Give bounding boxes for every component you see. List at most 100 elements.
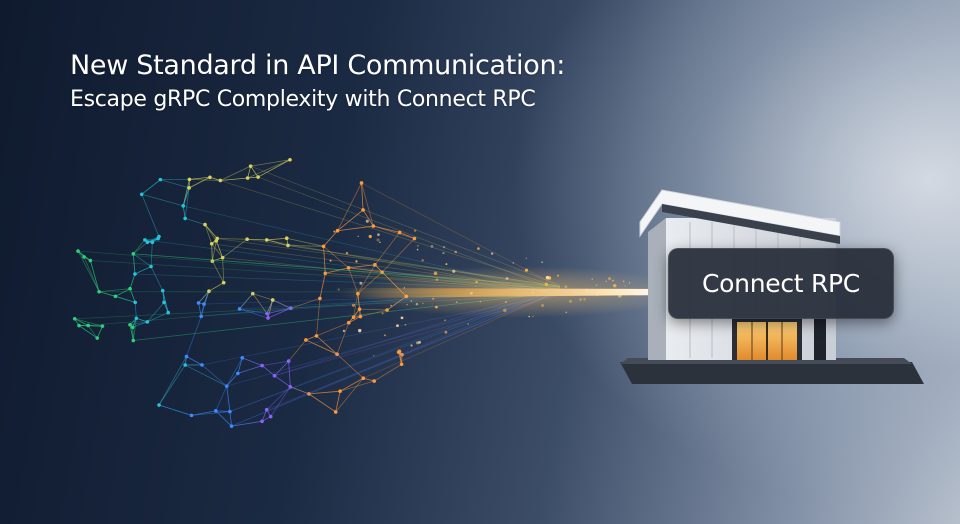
network-link [212,257,223,262]
network-node [158,177,163,182]
network-link [266,299,274,314]
network-link [266,299,274,314]
network-link [286,237,324,247]
network-link [316,298,321,336]
network-link [222,238,248,258]
network-link [129,321,148,326]
network-node [260,419,264,424]
network-node [304,338,308,342]
network-link [335,391,341,413]
network-link [250,165,259,178]
network-link [325,267,349,274]
network-link [319,273,326,299]
network-node [128,322,132,327]
network-link [96,326,103,339]
network-link [361,182,364,210]
network-link [381,238,415,273]
particle [337,288,340,291]
network-node [245,237,249,242]
network-node [149,264,153,269]
network-link [132,318,137,341]
network-node [268,414,273,419]
network-link [362,209,374,227]
particle [442,245,446,249]
particle [421,259,424,262]
network-link [359,308,388,311]
network-link [308,393,336,413]
network-node [113,294,118,299]
network-link [399,232,415,239]
network-link [134,302,137,319]
network-node [335,352,339,357]
network-node [361,208,365,212]
network-link [209,176,221,181]
network-node [210,259,215,263]
network-node [189,413,194,418]
network-link [323,230,338,247]
network-link [182,205,186,219]
network-link [399,232,415,239]
network-link [141,194,160,237]
network-node [358,314,363,319]
network-link [182,187,190,206]
network-link [348,264,375,269]
network-link [215,410,232,427]
network-node [200,363,204,367]
network-node [209,242,214,246]
network-link [204,224,213,244]
network-link [267,299,274,319]
network-link [305,335,317,341]
network-node [372,379,377,383]
network-link [272,299,291,309]
network-link [316,335,338,355]
network-link [308,390,341,395]
network-node [229,424,234,428]
network-node [307,392,311,396]
particle [490,252,494,255]
particle [368,234,372,239]
network-link [204,224,217,242]
network-link [203,291,210,305]
network-link [348,267,383,273]
network-link [158,356,187,406]
network-node [162,300,166,305]
headline: New Standard in API Communication: Escap… [70,48,565,116]
network-link [141,179,161,195]
network-link [99,291,116,297]
network-node [202,302,206,306]
network-link [305,335,317,341]
particle [454,250,458,254]
particle [342,329,346,333]
network-link [188,176,211,189]
network-node [203,222,207,227]
network-link [191,410,216,416]
network-node [183,363,187,367]
network-link [220,177,248,181]
network-link [308,390,341,395]
network-link [115,295,136,303]
particle [400,316,404,320]
network-link [189,179,221,181]
network-link [96,326,103,339]
network-node [72,316,77,321]
network-link [160,179,190,189]
particle [365,219,369,223]
particle [410,344,413,347]
particle [404,323,407,326]
particle [383,334,386,337]
network-link [305,339,338,355]
particle [355,260,358,263]
particle [357,235,359,238]
network-link [132,327,134,341]
network-node [95,336,100,340]
network-link [74,318,103,327]
particle [333,230,336,233]
network-node [183,216,187,221]
network-link [132,327,134,341]
network-node [208,175,212,180]
network-node [224,384,229,388]
particle [430,244,434,248]
network-link [267,299,274,319]
network-link [237,357,243,374]
network-link [267,307,291,319]
